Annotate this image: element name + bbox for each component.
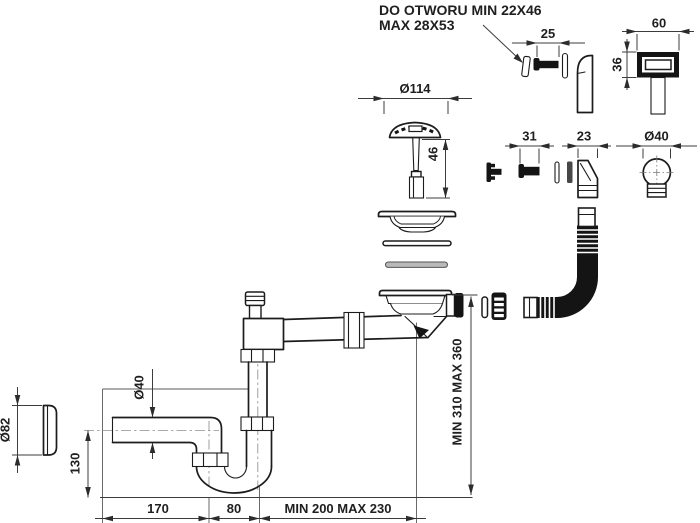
- overflow-screw: [533, 58, 559, 71]
- dim-label-36: 36: [610, 57, 625, 71]
- wall-outlet-pipe: [111, 416, 223, 454]
- dim-label-40-elbow: Ø40: [644, 129, 669, 144]
- overflow-gasket: [561, 52, 569, 79]
- dim-label-31: 31: [522, 129, 536, 144]
- union-nut-trap: [191, 452, 229, 468]
- dimension-114: Ø114: [358, 81, 472, 114]
- leader-line: [482, 24, 520, 60]
- dimension-40-elbow: Ø40: [616, 129, 697, 159]
- strainer-basket: [388, 121, 442, 172]
- pipe-union-collar: [343, 311, 365, 349]
- hose-left-connector: [523, 296, 538, 319]
- dimension-130: 130: [68, 430, 91, 498]
- flow-flap-icon: [413, 325, 429, 339]
- dim-label-40-pipe: Ø40: [132, 375, 147, 400]
- outlet-seal-ring: [454, 293, 464, 318]
- basket-plug: [408, 170, 425, 199]
- fixing-screw: [518, 164, 540, 178]
- drain-body: [378, 289, 464, 318]
- overflow-bracket: [521, 55, 531, 78]
- note-line1: DO OTWORU MIN 22X46: [379, 2, 542, 18]
- hole-size-note: DO OTWORU MIN 22X46 MAX 28X53: [379, 2, 542, 63]
- vertical-pipe: [247, 361, 268, 418]
- dim-label-82: Ø82: [0, 418, 13, 443]
- union-nut-mid: [240, 416, 275, 432]
- sink-flange: [377, 210, 457, 233]
- dimension-min310: MIN 310 MAX 360: [450, 294, 478, 495]
- flat-gasket: [567, 161, 573, 183]
- hose-nut: [491, 292, 507, 320]
- dimension-60: 60: [622, 16, 694, 51]
- p-trap: [195, 429, 273, 494]
- mounting-pin: [486, 162, 502, 182]
- flange-gasket: [382, 240, 452, 247]
- dim-label-min310: MIN 310 MAX 360: [450, 339, 465, 446]
- overflow-cover-front: [637, 52, 679, 115]
- dim-label-46: 46: [426, 147, 441, 161]
- overflow-elbow-side: [577, 159, 599, 199]
- dim-label-60: 60: [652, 16, 666, 31]
- union-nut-top: [240, 348, 276, 363]
- overflow-elbow-front: [639, 155, 674, 198]
- dimension-36: 36: [610, 39, 637, 90]
- dimension-40-pipe: Ø40: [132, 369, 156, 459]
- dim-label-25: 25: [541, 26, 555, 41]
- tee-body: [242, 317, 285, 351]
- dimension-bottom-chain: 170 80 MIN 200 MAX 230: [95, 501, 426, 522]
- dimension-82: Ø82: [0, 387, 42, 473]
- hose-gasket: [481, 296, 489, 319]
- horizontal-outlet-pipe: [282, 314, 448, 343]
- outlet-stub: [445, 293, 456, 317]
- dim-label-80: 80: [227, 501, 241, 516]
- note-line2: MAX 28X53: [379, 17, 455, 33]
- hose-top-connector: [577, 207, 596, 228]
- leader-arrow-icon: [513, 53, 523, 63]
- wall-rosette: [42, 404, 58, 456]
- dim-label-130: 130: [68, 453, 83, 475]
- sealing-washer: [554, 161, 560, 184]
- dishwasher-nozzle: [244, 291, 266, 320]
- rubber-gasket: [385, 261, 448, 268]
- dim-label-114: Ø114: [399, 81, 431, 96]
- dimension-31: 31: [505, 129, 554, 164]
- dim-label-min200: MIN 200 MAX 230: [285, 501, 392, 516]
- dimension-25: 25: [512, 26, 585, 57]
- dim-label-23: 23: [577, 129, 591, 144]
- flexible-hose: [523, 207, 598, 319]
- overflow-cover-side: [576, 54, 594, 114]
- dim-label-170: 170: [147, 501, 169, 516]
- dimension-46: 46: [422, 139, 450, 199]
- dimension-23: 23: [562, 129, 611, 158]
